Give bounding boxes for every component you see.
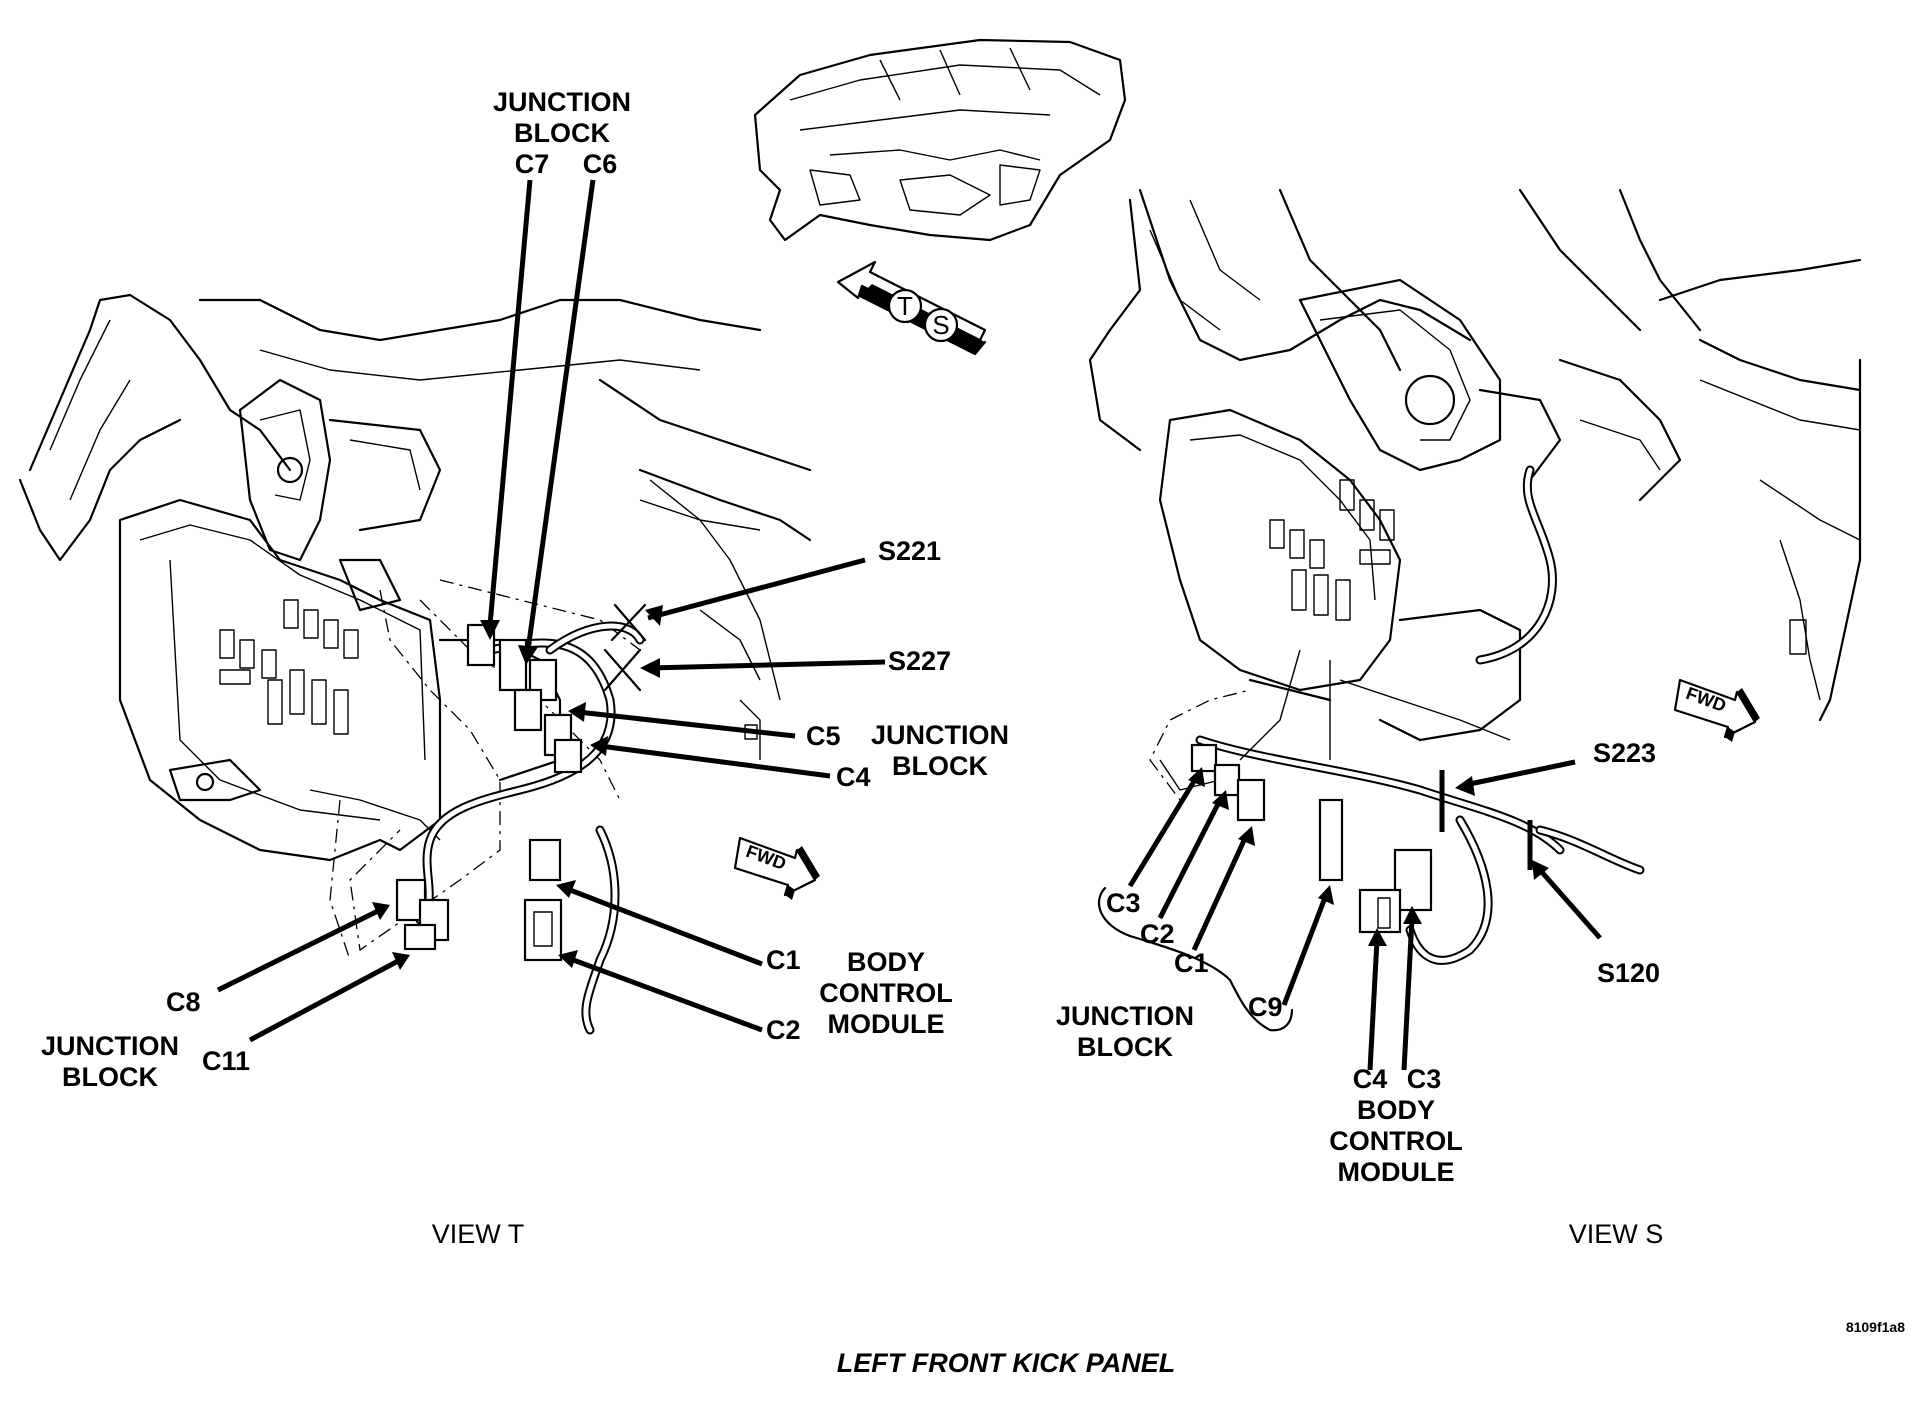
fwd-arrow-view-s [1673,678,1760,742]
label-c11: C11 [202,1046,250,1076]
label-c6: C6 [583,149,618,179]
label-body-control-module-s-2: CONTROL [1329,1126,1462,1156]
label-c2: C2 [766,1015,801,1045]
label-s227: S227 [888,646,951,676]
label-c3-bcm: C3 [1407,1064,1442,1094]
label-c1: C1 [766,945,801,975]
label-c1-jb: C1 [1174,948,1209,978]
label-body-control-module-1: BODY [847,947,925,977]
view-t-title: VIEW T [432,1219,525,1249]
label-s221: S221 [878,536,941,566]
label-body-control-module-3: MODULE [828,1009,945,1039]
label-body-control-module-2: CONTROL [819,978,952,1008]
fuse-array [219,599,359,735]
label-junction-block-right-2: BLOCK [892,751,988,781]
label-junction-block-left-1: JUNCTION [41,1031,179,1061]
label-junction-block-top-2: BLOCK [514,118,610,148]
instrument-panel-locator [753,38,1127,242]
label-c4-bcm: C4 [1353,1064,1388,1094]
label-c5: C5 [806,721,841,751]
label-junction-block-s-2: BLOCK [1077,1032,1173,1062]
label-junction-block-s-1: JUNCTION [1056,1001,1194,1031]
label-c8: C8 [166,987,201,1017]
label-s120: S120 [1597,958,1660,988]
label-c7: C7 [515,149,550,179]
label-c9: C9 [1248,992,1283,1022]
label-junction-block-right-1: JUNCTION [871,720,1009,750]
junction-block-brace [1097,886,1294,1032]
view-s-marker: S [932,310,949,340]
label-body-control-module-s-1: BODY [1357,1095,1435,1125]
label-s223: S223 [1593,738,1656,768]
figure-id: 8109f1a8 [1846,1319,1905,1335]
fwd-arrow-view-t [733,836,820,900]
fuse-array-view-s [1269,479,1395,621]
label-body-control-module-s-3: MODULE [1338,1157,1455,1187]
label-junction-block-top-1: JUNCTION [493,87,631,117]
view-s-leaders [1127,759,1602,1071]
label-c2-jb: C2 [1140,919,1175,949]
label-junction-block-left-2: BLOCK [62,1062,158,1092]
label-c4: C4 [836,762,871,792]
view-t-leaders [216,179,886,1043]
view-t-drawing [18,293,812,1035]
figure-caption: LEFT FRONT KICK PANEL [837,1348,1175,1378]
view-t-marker: T [897,291,913,321]
view-s-title: VIEW S [1569,1219,1664,1249]
view-s-drawing [1088,188,1862,965]
label-c3-jb: C3 [1106,888,1141,918]
view-direction-arrow [836,260,987,356]
